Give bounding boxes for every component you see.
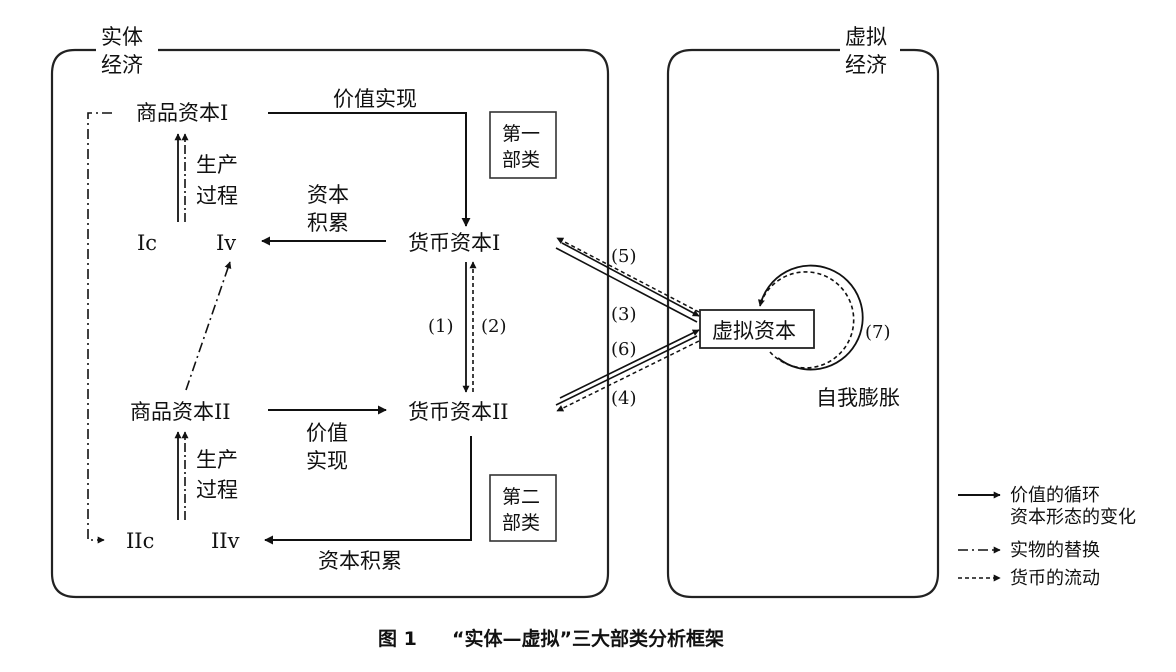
department-2-label-1: 第二: [502, 486, 540, 508]
flow-3-line: [555, 247, 698, 323]
capital-accumulation-label-bottom: 资本积累: [318, 549, 402, 573]
department-1-box: [489, 111, 557, 179]
department-1-label-1: 第一: [502, 123, 540, 145]
virtual-capital-box: [699, 309, 815, 349]
flow-number-1: (1): [428, 316, 454, 337]
self-expansion-label: 自我膨胀: [816, 386, 900, 410]
flow-number-3: (3): [611, 304, 637, 325]
capital-accumulation-label-top-2: 积累: [307, 211, 349, 235]
value-realization-label-top: 价值实现: [333, 87, 417, 111]
node-ic: Ic: [137, 231, 157, 255]
self-expansion-loop-solid: [758, 264, 864, 371]
commodity-capital-2: 商品资本II: [130, 400, 231, 424]
legend-solid-label-2: 资本形态的变化: [1010, 507, 1136, 528]
value-realization-label-mid-2: 实现: [306, 449, 348, 473]
capital-accumulation-label-top-1: 资本: [307, 183, 349, 207]
production-label-2-line1: 生产: [196, 448, 238, 472]
virtual-capital-label: 虚拟资本: [712, 319, 796, 343]
self-expansion-loop-dashed: [761, 271, 855, 369]
flow-6-arrow: [559, 329, 700, 399]
flow-number-2: (2): [481, 316, 507, 337]
material-replacement-cross: [185, 261, 232, 391]
virtual-economy-frame: [666, 48, 940, 599]
legend-dashdot-label: 实物的替换: [1010, 540, 1100, 561]
legend: 价值的循环 资本形态的变化 实物的替换 货币的流动: [958, 485, 1136, 589]
figure-label: 图 1: [378, 628, 417, 650]
value-realization-arrow-1: [268, 112, 471, 227]
flow-4-arrow: [556, 340, 700, 412]
node-iiv: IIv: [211, 529, 240, 553]
flow-number-7: (7): [865, 322, 891, 343]
flow-3-arrow: [561, 242, 700, 317]
money-capital-2: 货币资本II: [408, 400, 509, 424]
node-iic: IIc: [126, 529, 154, 553]
flow-number-6: (6): [611, 339, 637, 360]
flow-number-4: (4): [611, 388, 637, 409]
real-economy-label-1: 实体: [101, 25, 143, 49]
real-economy-frame: [50, 48, 610, 599]
real-economy-label-2: 经济: [101, 53, 143, 77]
money-capital-1: 货币资本I: [408, 231, 500, 255]
department-2-label-2: 部类: [502, 512, 540, 534]
material-replacement-loop: [87, 112, 112, 544]
commodity-capital-1: 商品资本I: [136, 101, 228, 125]
flow-5-arrow: [556, 237, 700, 313]
production-label-1-line1: 生产: [196, 153, 238, 177]
value-realization-label-mid-1: 价值: [306, 421, 348, 445]
virtual-economy-label-2: 经济: [845, 53, 887, 77]
virtual-economy-label-1: 虚拟: [845, 25, 887, 49]
legend-solid-label-1: 价值的循环: [1010, 485, 1100, 506]
legend-dashed-label: 货币的流动: [1010, 568, 1100, 589]
production-label-2-line2: 过程: [196, 478, 238, 502]
department-2-box: [489, 474, 557, 542]
flow-6-line: [555, 335, 698, 406]
department-1-label-2: 部类: [502, 149, 540, 171]
figure-title: “实体—虚拟”三大部类分析框架: [452, 627, 724, 650]
capital-accumulation-arrow-2: [264, 436, 472, 545]
production-label-1-line2: 过程: [196, 184, 238, 208]
flow-number-5: (5): [611, 246, 637, 267]
node-iv: Iv: [216, 231, 236, 255]
